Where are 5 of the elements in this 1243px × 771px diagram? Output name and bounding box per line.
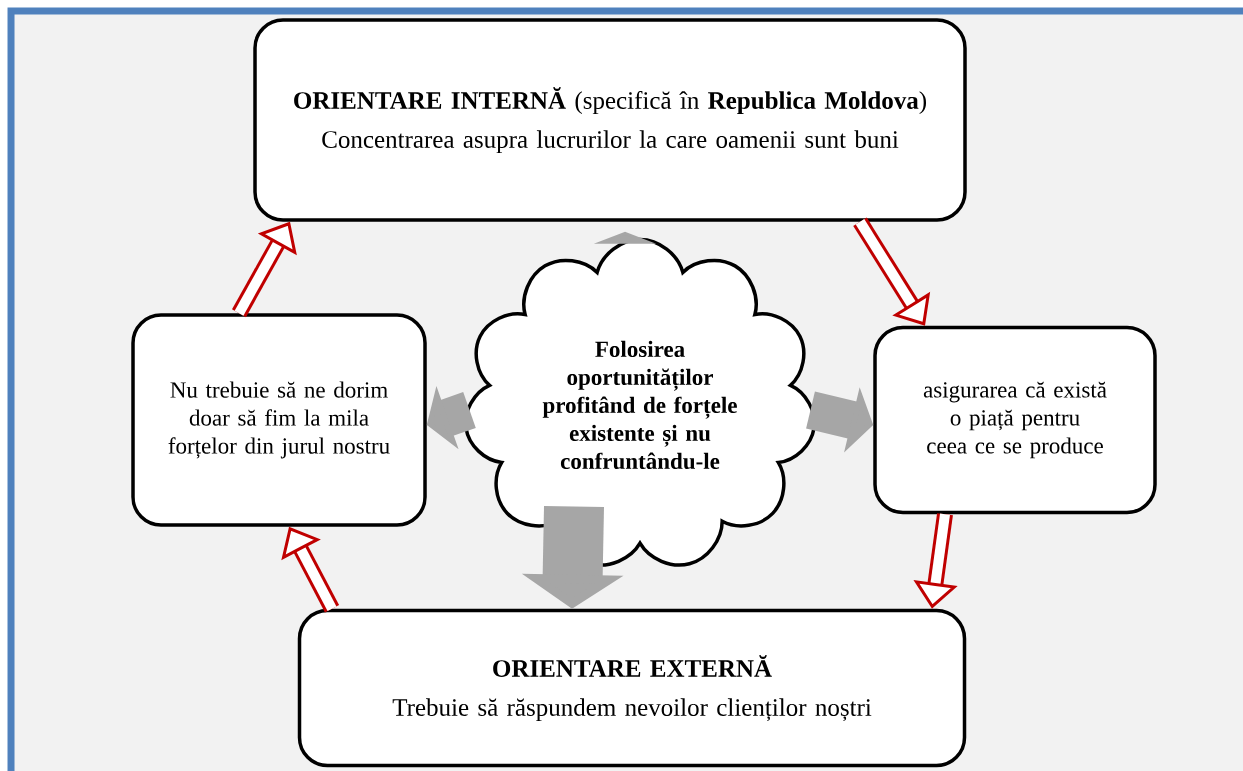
block-arrow	[853, 217, 931, 326]
rounded-box: ORIENTARE INTERNĂ (specifică în Republica Moldova) Concentrarea asupra lucrurilor la care oamenii sunt buni	[253, 18, 967, 222]
rounded-box: Nu trebuie să ne dorim doar să fim la mila forțelor din jurul nostru	[131, 313, 427, 527]
rounded-box: asigurarea că există o piață pentru ceea ce se produce	[873, 325, 1157, 515]
rounded-box: ORIENTARE EXTERNĂ Trebuie să răspundem nevoilor clienților noștri	[297, 608, 967, 768]
